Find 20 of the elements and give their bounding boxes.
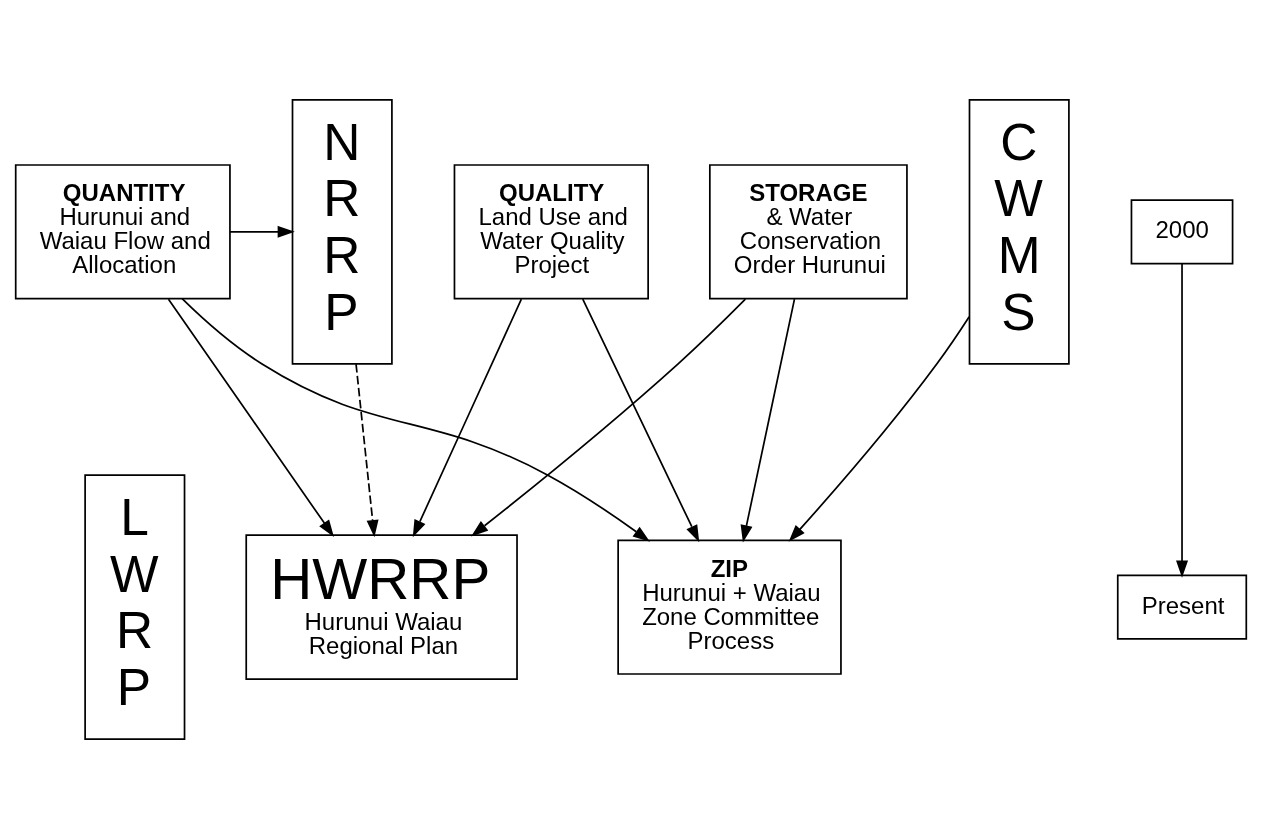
node-box: Present — [1116, 574, 1248, 640]
arrow — [229, 225, 295, 238]
node-box: QUANTITY Hurunui and Waiau Flow and Allocation — [14, 164, 231, 300]
arrow — [181, 297, 650, 542]
node-box: STORAGE & Water Conservation Order Hurunui — [709, 164, 908, 300]
arrow — [412, 298, 523, 538]
arrow — [471, 298, 747, 537]
arrow — [788, 315, 971, 542]
node-box: N R R P — [291, 99, 393, 365]
arrow — [167, 298, 334, 537]
node-box: ZIP Hurunui + Waiau Zone Committee Process — [617, 539, 842, 675]
arrow — [740, 298, 796, 543]
node-box: C W M S — [968, 99, 1070, 365]
node-box: 2000 — [1130, 199, 1234, 265]
node-box: HWRRP Hurunui Waiau Regional Plan — [245, 534, 518, 680]
arrow — [1176, 263, 1189, 578]
arrow — [355, 363, 379, 538]
arrow — [581, 298, 700, 543]
node-box: QUALITY Land Use and Water Quality Project — [453, 164, 649, 300]
node-box: L W R P — [84, 474, 186, 740]
